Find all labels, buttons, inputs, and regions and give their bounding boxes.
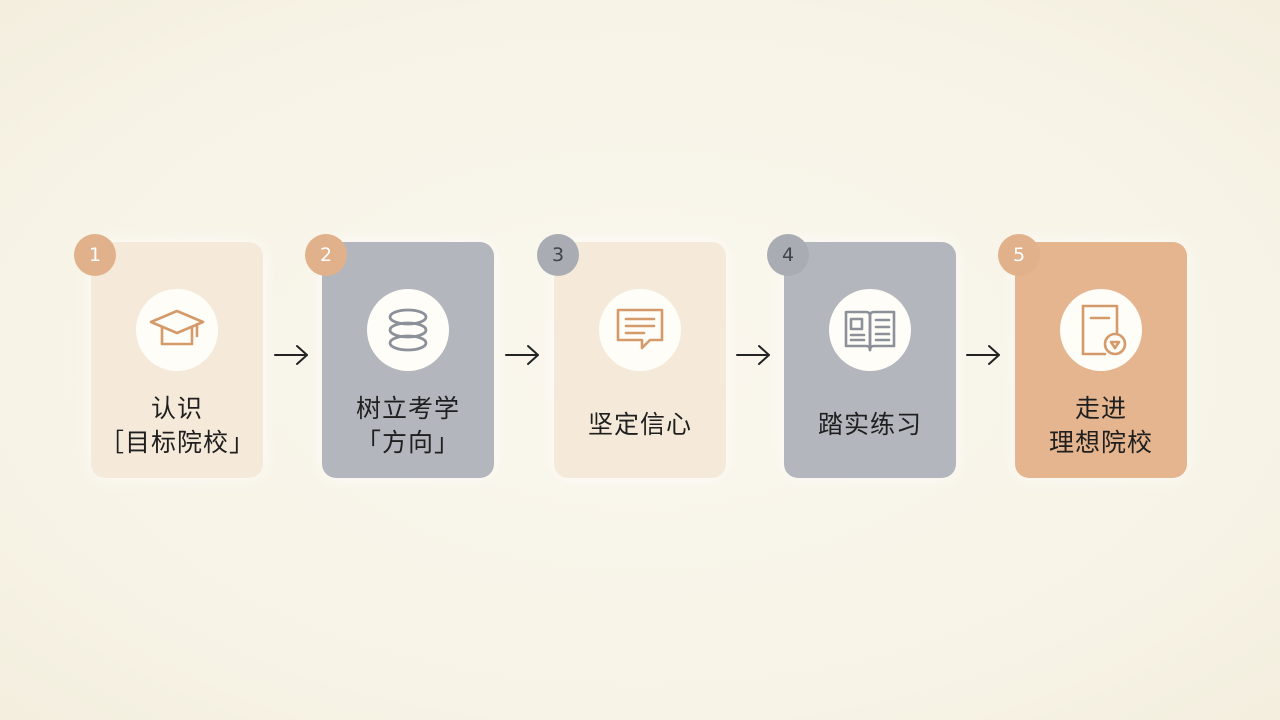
step-1-label-line-2: ［目标院校」: [98, 428, 255, 457]
step-5-label: 走进 理想院校: [1015, 392, 1187, 460]
arrow-right-icon: [736, 345, 770, 365]
step-2-label-line-2: 「方向」: [355, 428, 460, 457]
step-1-label-line-1: 认识: [150, 394, 203, 423]
step-2-label-line-1: 树立考学: [355, 394, 460, 423]
open-book-icon: [829, 289, 911, 371]
graduation-cap-icon: [136, 289, 218, 371]
step-3-card: 3 坚定信心: [537, 234, 726, 478]
step-2-card: 2 树立考学 「方向」: [305, 234, 494, 478]
step-4-label-line-1: 踏实练习: [817, 410, 922, 439]
step-3-label: 坚定信心: [554, 408, 726, 442]
step-5-card: 5 走进 理想院校: [998, 234, 1187, 478]
step-2-badge: 2: [305, 234, 347, 276]
step-4-badge: 4: [767, 234, 809, 276]
step-5-label-line-2: 理想院校: [1048, 428, 1153, 457]
stack-icon: [367, 289, 449, 371]
certificate-icon: [1060, 289, 1142, 371]
speech-bubble-icon: [599, 289, 681, 371]
step-5-label-line-1: 走进: [1074, 394, 1127, 423]
step-2-label: 树立考学 「方向」: [322, 392, 494, 460]
step-1-label: 认识 ［目标院校」: [91, 392, 263, 460]
step-5-badge: 5: [998, 234, 1040, 276]
arrow-right-icon: [505, 345, 539, 365]
step-4-label: 踏实练习: [784, 408, 956, 442]
step-4-card: 4 踏实练习: [767, 234, 956, 478]
step-3-label-line-1: 坚定信心: [587, 410, 692, 439]
arrow-right-icon: [966, 345, 1000, 365]
step-1-badge: 1: [74, 234, 116, 276]
arrow-right-icon: [274, 345, 308, 365]
step-1-card: 1 认识 ［目标院校」: [74, 234, 263, 478]
step-3-badge: 3: [537, 234, 579, 276]
